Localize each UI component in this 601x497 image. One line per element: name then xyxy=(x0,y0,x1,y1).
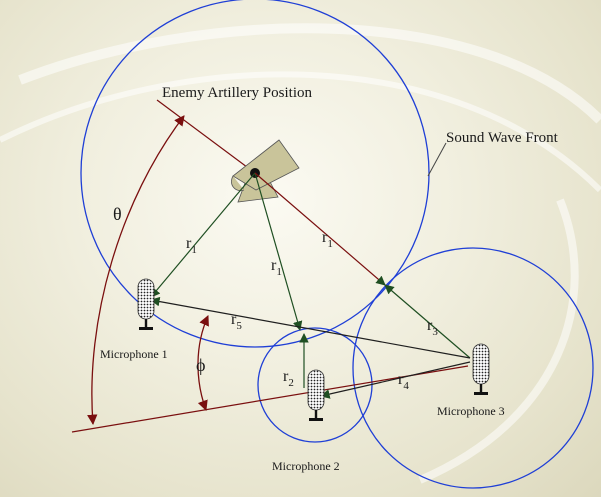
phi-label: ϕ xyxy=(196,355,205,375)
label-r4: r4 xyxy=(398,371,409,392)
microphone-3-label: Microphone 3 xyxy=(437,404,505,418)
cannon-icon xyxy=(231,139,300,203)
wave-front-circle-mic2 xyxy=(257,327,373,443)
microphone-2-label: Microphone 2 xyxy=(272,459,340,473)
microphone-2-icon xyxy=(307,369,325,422)
microphone-3-icon xyxy=(472,343,490,396)
arrow-r1-mic1 xyxy=(150,172,256,298)
microphone-1-icon xyxy=(137,278,155,331)
microphone-1-label: Microphone 1 xyxy=(100,347,168,361)
theta-arc xyxy=(87,115,185,426)
arrow-r5 xyxy=(150,296,471,359)
theta-label: θ xyxy=(113,204,122,224)
arrow-r4 xyxy=(320,361,471,399)
label-r1-mic2: r1 xyxy=(271,257,282,278)
wave-front-circle-large xyxy=(80,0,430,348)
arrow-r3 xyxy=(384,284,471,359)
background-swoosh xyxy=(0,23,601,484)
artillery-bearing-line xyxy=(156,99,256,174)
arrow-r1-mic2 xyxy=(254,172,303,331)
label-r2: r2 xyxy=(283,368,294,389)
sound-wave-front-label: Sound Wave Front xyxy=(446,130,559,146)
arrow-r1-mic3 xyxy=(254,172,386,286)
label-r1-mic3: r1 xyxy=(322,229,333,250)
wave-front-circle-mic3 xyxy=(352,247,594,489)
label-r5: r5 xyxy=(231,311,242,332)
wave-front-leader xyxy=(427,142,447,177)
label-r1-mic1: r1 xyxy=(186,235,197,256)
label-r3: r3 xyxy=(427,317,438,338)
enemy-artillery-label: Enemy Artillery Position xyxy=(162,85,312,101)
phi-arc xyxy=(197,315,209,411)
